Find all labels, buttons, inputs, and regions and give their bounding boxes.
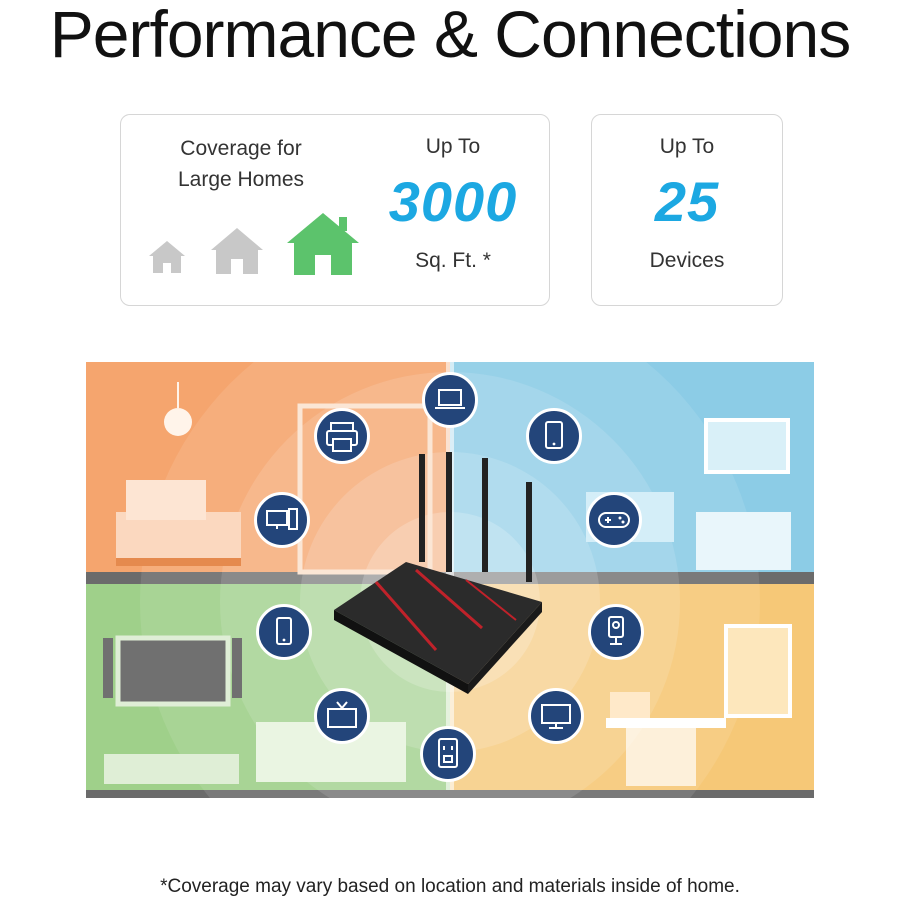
laptop-icon (422, 372, 478, 428)
tablet-icon (526, 408, 582, 464)
small-house-icon (149, 241, 185, 273)
tv-icon (314, 688, 370, 744)
smart-plug-icon (420, 726, 476, 782)
devices-value: 25 (654, 170, 720, 233)
coverage-footnote: *Coverage may vary based on location and… (160, 876, 740, 897)
medium-house-icon (211, 228, 263, 274)
monitor-icon (528, 688, 584, 744)
coverage-up-to: Up To (425, 135, 481, 158)
coverage-label-line2: Large Homes (177, 168, 305, 191)
coverage-label: Coverage for Large Homes (121, 133, 361, 195)
desktop-icon (254, 492, 310, 548)
ip-camera-icon (588, 604, 644, 660)
coverage-unit: Sq. Ft. * (415, 249, 491, 272)
large-house-icon (287, 213, 359, 275)
devices-up-to: Up To (659, 135, 715, 158)
router-graphic (334, 452, 542, 694)
devices-unit: Devices (649, 249, 725, 272)
gamepad-icon (586, 492, 642, 548)
devices-card: Up To 25 Devices (591, 114, 783, 306)
coverage-value: 3000 (388, 170, 518, 233)
coverage-label-line1: Coverage for (180, 137, 302, 160)
coverage-card: Coverage for Large Homes Up To 3000 Sq. … (120, 114, 550, 306)
home-coverage-illustration (86, 362, 814, 798)
smartphone-icon (256, 604, 312, 660)
page-title: Performance & Connections (49, 0, 851, 71)
printer-icon (314, 408, 370, 464)
